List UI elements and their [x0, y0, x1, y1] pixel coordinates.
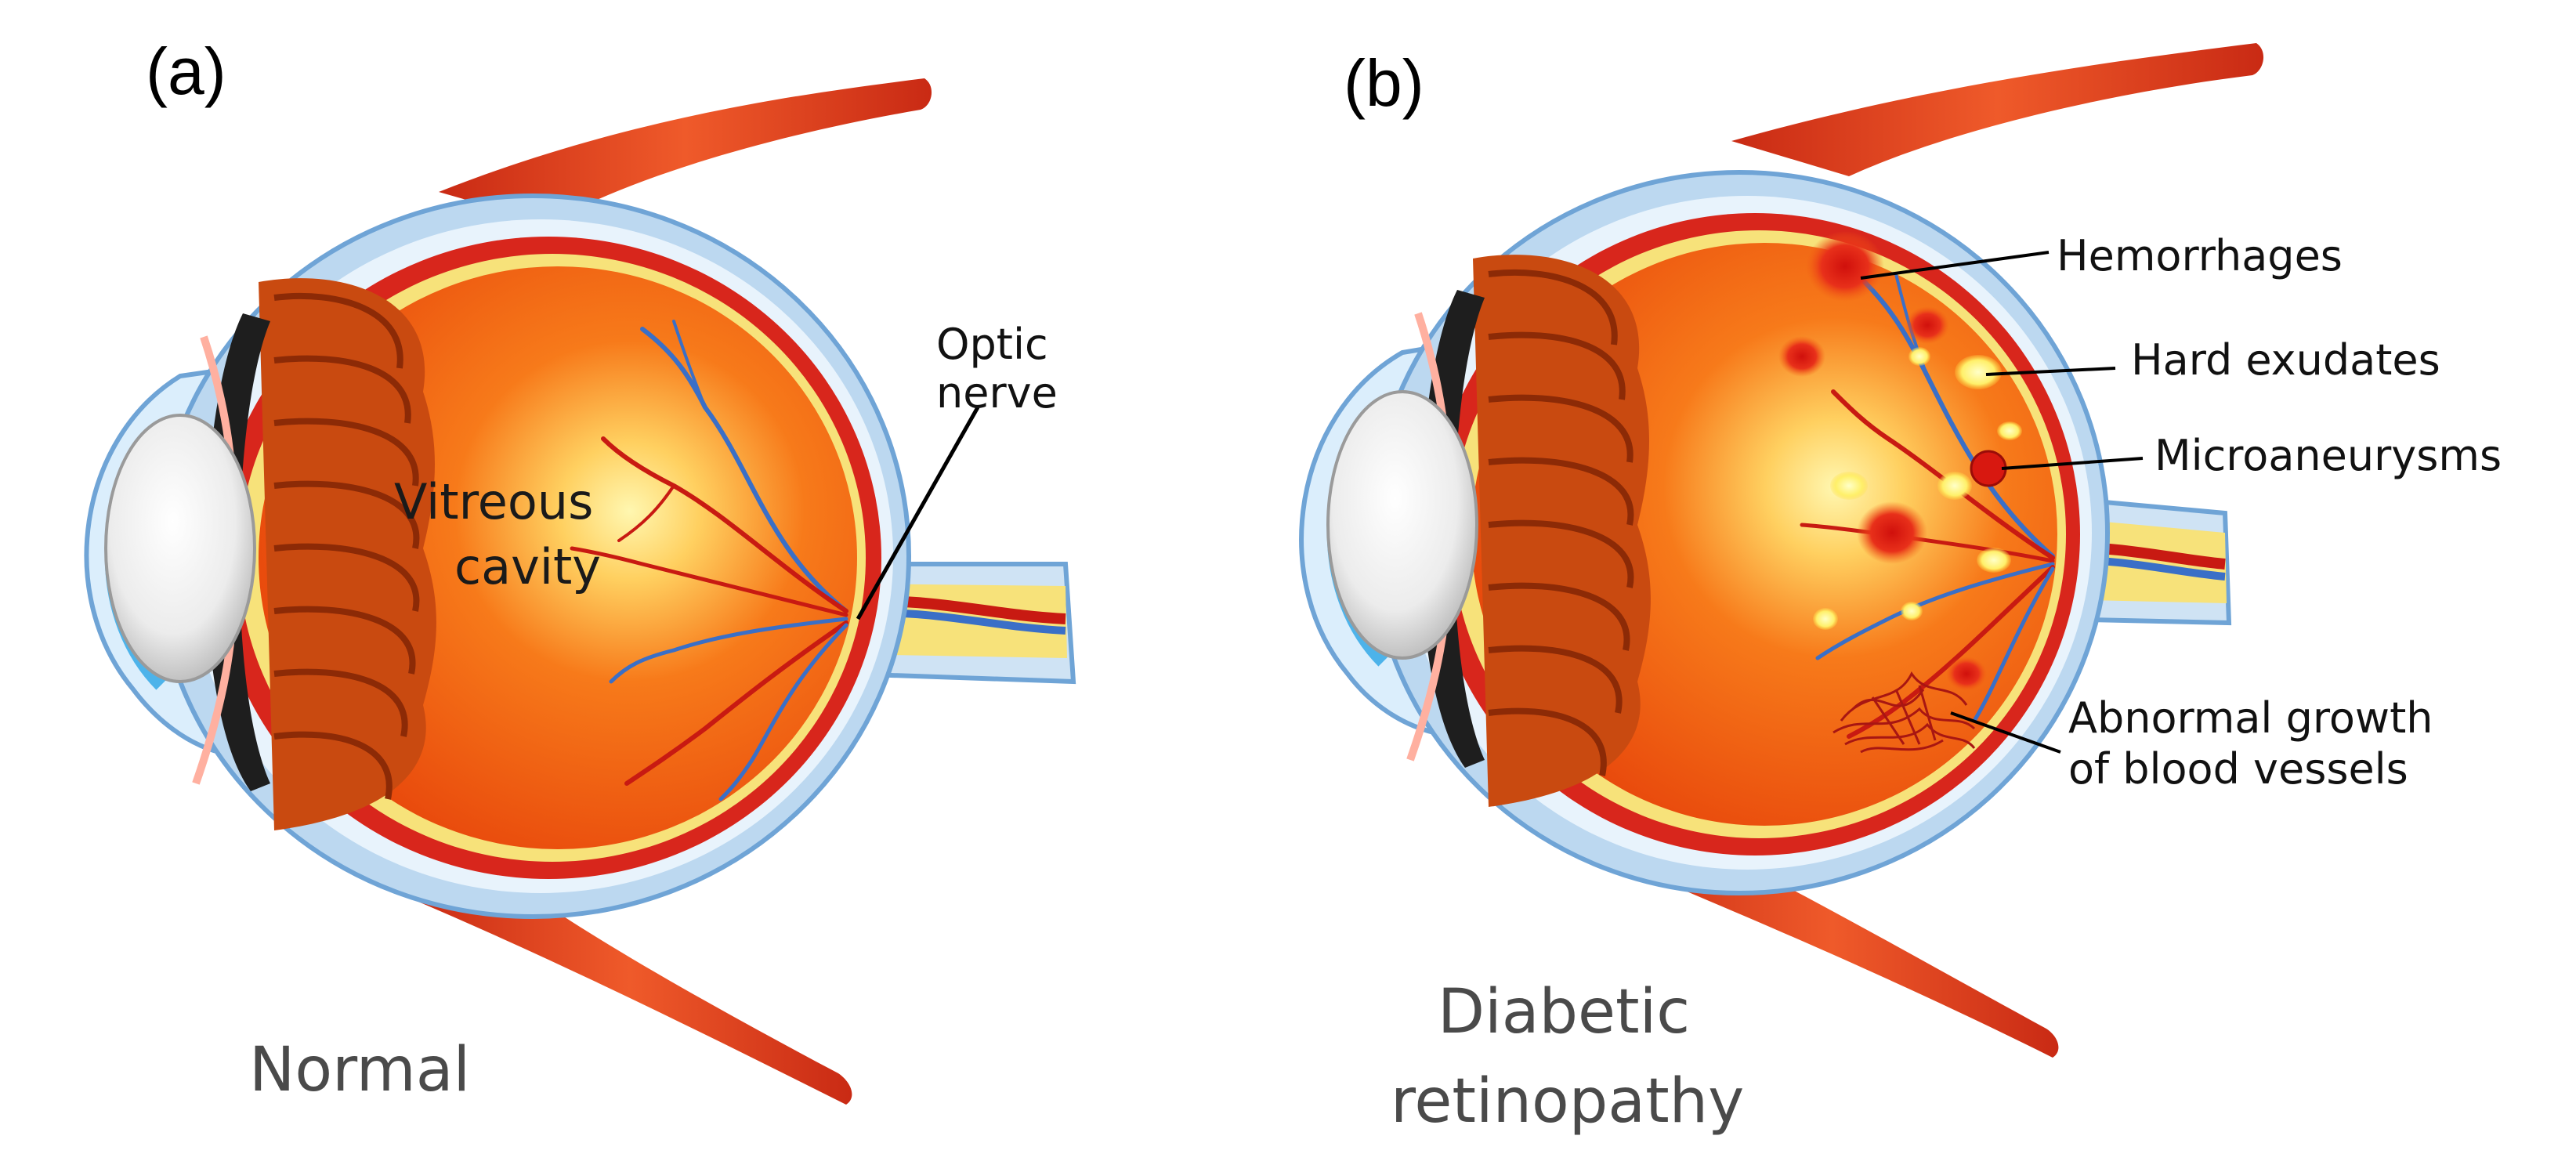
retinal-vessels-b [1800, 273, 2055, 739]
optic-label-line1: Optic [936, 320, 1048, 369]
ciliary-body [259, 278, 436, 830]
lower-muscle [407, 885, 852, 1105]
normal-eye-panel: (a) Vitreous cavity Optic nerve Normal [84, 34, 1076, 1105]
microaneurysm-dot [1970, 450, 2007, 487]
caption-normal: Normal [249, 1035, 470, 1105]
optic-label-line2: nerve [936, 368, 1058, 418]
ciliary-body-b [1473, 255, 1651, 807]
caption-diabetic-line2: retinopathy [1391, 1066, 1744, 1137]
vitreous-label-line2: cavity [454, 538, 601, 595]
caption-diabetic-line1: Diabetic [1438, 977, 1690, 1047]
abnormal-growth-label-line1: Abnormal growth [2068, 693, 2433, 743]
upper-muscle [439, 78, 932, 223]
hemorrhages-label: Hemorrhages [2057, 231, 2343, 280]
abnormal-growth-label-line2: of blood vessels [2068, 744, 2408, 794]
neovascularization [1833, 671, 1976, 754]
retinal-vessels [570, 320, 848, 801]
vitreous-label-line1: Vitreous [394, 473, 593, 530]
panel-letter-a: (a) [146, 34, 226, 108]
panel-letter-b: (b) [1344, 46, 1424, 120]
lens-b [1326, 390, 1478, 660]
optic-nerve-leader [856, 406, 980, 620]
diabetic-eye-panel: (b) Hemorrhages Hard exudates Microaneur… [1299, 43, 2502, 1137]
lens [104, 414, 256, 683]
lower-muscle-b [1606, 850, 2059, 1058]
hard-exudates-label: Hard exudates [2131, 335, 2440, 385]
hemorrhages [1778, 231, 1987, 691]
hard-exudates [1813, 347, 2022, 630]
upper-muscle-b [1731, 43, 2264, 176]
callout-leaders [1860, 251, 2144, 754]
microaneurysms-label: Microaneurysms [2155, 431, 2502, 480]
